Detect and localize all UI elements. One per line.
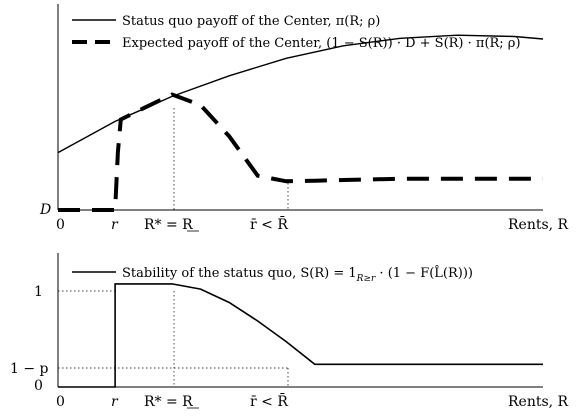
bottom-xlabel: Rents, R — [508, 394, 569, 410]
bottom-legend: Stability of the status quo, S(R) = 1R≥r… — [72, 265, 473, 284]
svg-text:R* = R: R* = R — [144, 217, 193, 233]
top-xtick-r: r — [111, 217, 119, 233]
bottom-xtick-rbar: r̄ < R̄ — [250, 392, 288, 410]
top-panel: Status quo payoff of the Center, π(R; ρ)… — [39, 4, 569, 233]
top-legend-label-2: Expected payoff of the Center, (1 − S(R)… — [122, 36, 521, 51]
top-series-expected-payoff — [58, 92, 543, 212]
svg-text:R* = R: R* = R — [144, 394, 193, 410]
bottom-xtick-r: r — [111, 394, 119, 410]
top-xtick-rstar: R* = R — [144, 217, 199, 233]
top-xtick-zero: 0 — [56, 217, 65, 233]
bottom-xtick-zero: 0 — [56, 394, 65, 410]
bottom-legend-label: Stability of the status quo, S(R) = 1R≥r… — [122, 265, 473, 284]
bottom-series-stability — [58, 283, 543, 388]
bottom-ytick-one: 1 — [34, 284, 43, 300]
top-legend: Status quo payoff of the Center, π(R; ρ)… — [72, 14, 521, 51]
bottom-ytick-zero: 0 — [34, 378, 43, 394]
top-series-status-quo-payoff — [57, 34, 544, 154]
top-legend-label-1: Status quo payoff of the Center, π(R; ρ) — [122, 14, 380, 29]
top-xlabel: Rents, R — [508, 217, 569, 233]
top-xtick-rbar: r̄ < R̄ — [250, 215, 288, 233]
bottom-panel: Stability of the status quo, S(R) = 1R≥r… — [10, 253, 569, 410]
top-ytick-D: D — [39, 202, 51, 218]
bottom-xtick-rstar: R* = R — [144, 394, 199, 410]
bottom-ytick-1mp: 1 − p — [10, 361, 49, 377]
